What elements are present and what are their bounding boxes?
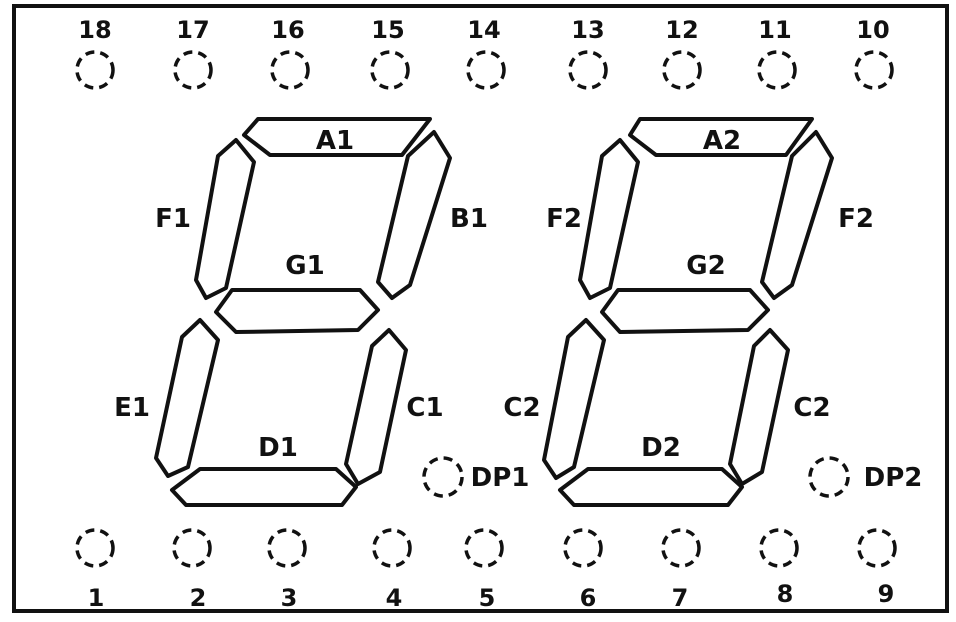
pin-4-label: 4 — [386, 584, 403, 612]
label-d1: D1 — [258, 433, 298, 463]
segment-g2 — [600, 288, 770, 334]
pin-13-label: 13 — [571, 16, 604, 44]
pin-3-label: 3 — [281, 584, 298, 612]
pin-16-label: 16 — [271, 16, 304, 44]
pin-15-pad — [370, 50, 410, 90]
label-d2: D2 — [641, 433, 681, 463]
segment-c1 — [344, 328, 408, 486]
label-c1: C1 — [406, 393, 443, 423]
pin-7-pad — [661, 528, 701, 568]
pin-7-label: 7 — [672, 584, 689, 612]
pin-10-label: 10 — [856, 16, 889, 44]
top-pin-row: 18 17 16 15 14 13 12 11 10 — [75, 16, 894, 90]
pin-4-pad — [372, 528, 412, 568]
label-b1: B1 — [450, 204, 488, 234]
label-b2: F2 — [838, 204, 874, 234]
pin-13-pad — [568, 50, 608, 90]
pin-16-pad — [270, 50, 310, 90]
label-c2: C2 — [793, 393, 830, 423]
pin-5-pad — [464, 528, 504, 568]
label-g1: G1 — [285, 251, 324, 281]
segment-d2 — [558, 467, 744, 507]
label-g2: G2 — [686, 251, 725, 281]
pin-2-pad — [172, 528, 212, 568]
pin-17-pad — [173, 50, 213, 90]
pin-8-label: 8 — [777, 580, 794, 608]
pin-14-pad — [466, 50, 506, 90]
pin-18-label: 18 — [78, 16, 111, 44]
segment-e2 — [542, 318, 606, 480]
digit-1: A1 F1 B1 G1 E1 C1 D1 DP1 — [114, 117, 530, 507]
segment-a2 — [628, 117, 814, 157]
label-dp1: DP1 — [471, 463, 530, 493]
pin-1-pad — [75, 528, 115, 568]
pin-6-pad — [563, 528, 603, 568]
label-f2: F2 — [546, 204, 582, 234]
pin-10-pad — [854, 50, 894, 90]
label-f1: F1 — [155, 204, 191, 234]
pin-14-label: 14 — [467, 16, 500, 44]
label-e2: C2 — [503, 393, 540, 423]
pin-15-label: 15 — [371, 16, 404, 44]
segment-f2 — [578, 138, 640, 300]
dp1-pad — [422, 456, 464, 498]
segment-a1 — [242, 117, 432, 157]
label-a2: A2 — [703, 126, 741, 156]
pin-11-pad — [757, 50, 797, 90]
label-a1: A1 — [316, 126, 354, 156]
segment-f1 — [194, 138, 256, 300]
pin-3-pad — [267, 528, 307, 568]
segment-g1 — [214, 288, 380, 334]
pin-5-label: 5 — [479, 584, 496, 612]
segment-d1 — [170, 467, 358, 507]
dp2-pad — [808, 456, 850, 498]
pin-12-pad — [662, 50, 702, 90]
pin-1-label: 1 — [88, 584, 105, 612]
pin-8-pad — [759, 528, 799, 568]
pin-9-label: 9 — [878, 580, 895, 608]
pin-18-pad — [75, 50, 115, 90]
pin-9-pad — [857, 528, 897, 568]
pin-11-label: 11 — [758, 16, 791, 44]
digit-2: A2 F2 F2 G2 C2 C2 D2 DP2 — [503, 117, 923, 507]
segment-b2 — [760, 130, 834, 300]
package-outline — [12, 4, 949, 613]
segment-c2 — [728, 328, 790, 486]
pin-12-label: 12 — [665, 16, 698, 44]
label-e1: E1 — [114, 393, 150, 423]
label-dp2: DP2 — [864, 463, 923, 493]
segment-e1 — [154, 318, 220, 478]
pin-6-label: 6 — [580, 584, 597, 612]
bottom-pin-row: 1 2 3 4 5 6 7 8 9 — [75, 528, 897, 612]
segment-b1 — [376, 130, 452, 300]
pin-2-label: 2 — [190, 584, 207, 612]
pin-17-label: 17 — [176, 16, 209, 44]
